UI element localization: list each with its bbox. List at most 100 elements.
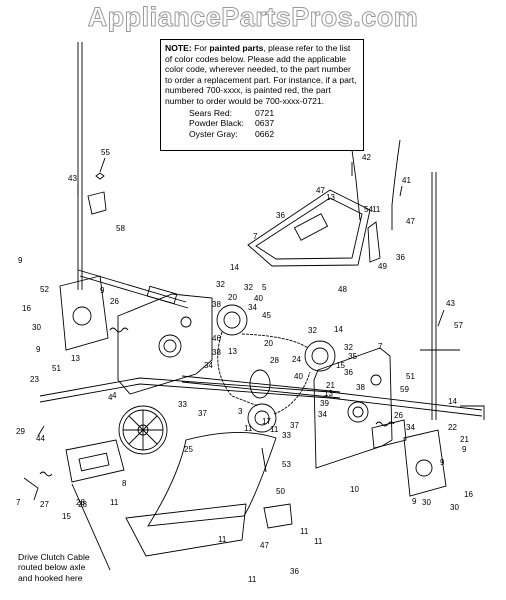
part-label: 7 (253, 232, 258, 241)
gear-upper (216, 304, 248, 336)
spring-26-left (109, 327, 129, 333)
part-label: 22 (448, 423, 457, 432)
part-label: 28 (78, 500, 87, 509)
part-label: 3 (238, 407, 243, 416)
color-code: 0721 (255, 107, 275, 118)
part-label: 42 (362, 153, 371, 162)
bracket-50 (263, 503, 293, 529)
part-label: 43 (446, 299, 455, 308)
note-text-part: For (191, 43, 210, 53)
part-label: 4 (112, 391, 117, 400)
part-label: 58 (116, 224, 125, 233)
part-label: 14 (448, 397, 457, 406)
part-label: 21 (326, 381, 335, 390)
drive-clutch-callout: Drive Clutch Cable routed below axle and… (18, 552, 138, 583)
color-name: Oyster Gray: (189, 128, 238, 139)
note-text: NOTE: For painted parts, please refer to… (165, 43, 359, 107)
part-label: 13 (324, 389, 333, 398)
part-label: 51 (52, 364, 61, 373)
part-label: 43 (68, 174, 77, 183)
part-label: 13 (326, 193, 335, 202)
part-label: 25 (184, 445, 193, 454)
site-watermark: AppliancePartsPros.com (87, 2, 419, 33)
part-label: 14 (230, 263, 239, 272)
part-label: 27 (40, 500, 49, 509)
gear-right (304, 340, 336, 372)
part-label: 32 (308, 326, 317, 335)
part-label: 17 (262, 417, 271, 426)
part-label: 49 (378, 262, 387, 271)
part-label: 26 (110, 297, 119, 306)
part-label: 11 (248, 575, 257, 584)
part-label: 11 (244, 424, 253, 433)
part-label: 34 (406, 423, 415, 432)
right-frame-plate (313, 347, 393, 469)
part-label: 52 (40, 285, 49, 294)
part-label: 57 (454, 321, 463, 330)
part-label: 11 (372, 205, 381, 214)
part-label: 9 (412, 497, 417, 506)
bottom-plate (125, 503, 247, 557)
part-label: 50 (276, 487, 285, 496)
part-label: 5 (262, 283, 267, 292)
callout-line: Drive Clutch Cable (18, 552, 90, 562)
part-label: 30 (32, 323, 41, 332)
part-label: 29 (16, 427, 25, 436)
part-label: 47 (316, 186, 325, 195)
callout-line: and hooked here (18, 572, 83, 583)
part-label: 7 (16, 498, 21, 507)
part-label: 32 (344, 343, 353, 352)
part-label: 47 (260, 541, 269, 550)
part-label: 55 (101, 148, 110, 157)
part-label: 11 (110, 498, 119, 507)
note-bold-phrase: painted parts (209, 43, 264, 53)
part-label: 45 (262, 311, 271, 320)
part-label: 8 (122, 479, 127, 488)
part-label: 13 (71, 354, 80, 363)
center-shaft (181, 375, 341, 393)
part-label: 11 (218, 535, 227, 544)
part-label: 32 (244, 283, 253, 292)
part-label: 38 (356, 383, 365, 392)
part-label: 33 (178, 400, 187, 409)
color-code: 0662 (255, 128, 275, 139)
part-label: 34 (318, 410, 327, 419)
part-label: 11 (300, 527, 309, 536)
note-lead: NOTE: (165, 43, 192, 53)
part-label: 15 (62, 512, 71, 521)
note-text-part: , please refer to the list of color code… (165, 43, 357, 106)
part-label: 20 (264, 339, 273, 348)
top-cover-plate (247, 189, 371, 267)
color-name: Sears Red: (189, 107, 232, 118)
part-label: 9 (36, 345, 41, 354)
part-label: 40 (294, 372, 303, 381)
lower-rail (39, 377, 483, 411)
part-label: 47 (406, 217, 415, 226)
part-label: 26 (394, 411, 403, 420)
color-code: 0637 (255, 118, 275, 129)
part-label: 9 (100, 286, 105, 295)
part-label: 16 (464, 490, 473, 499)
part-label: 40 (254, 294, 263, 303)
part-label: 44 (36, 434, 45, 443)
right-side-panel (403, 429, 447, 497)
part-label: 11 (314, 537, 323, 546)
left-side-panel (59, 275, 109, 351)
part-label: 16 (22, 304, 31, 313)
part-label: 9 (462, 445, 467, 454)
part-label: 59 (400, 385, 409, 394)
part-label: 38 (212, 300, 221, 309)
part-label: 41 (402, 176, 411, 185)
part-label: 33 (282, 431, 291, 440)
left-frame-plate (117, 293, 213, 395)
part-label: 36 (396, 253, 405, 262)
part-label: 39 (320, 399, 329, 408)
part-label: 30 (422, 498, 431, 507)
part-label: 35 (348, 352, 357, 361)
part-label: 37 (290, 421, 299, 430)
left-bracket (65, 439, 125, 483)
curved-shield (147, 432, 277, 527)
left-foot (23, 477, 39, 501)
color-code-row: Sears Red: 0721 (189, 108, 359, 119)
